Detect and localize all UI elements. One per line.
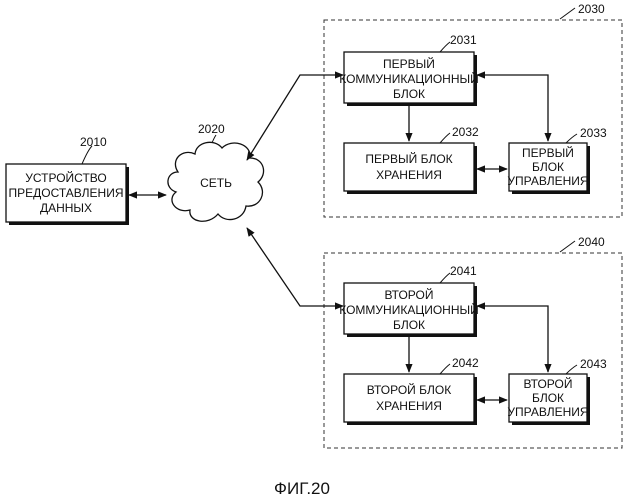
second-comm-block: ВТОРОЙ КОММУНИКАЦИОННЫЙ БЛОК bbox=[339, 283, 479, 337]
first-comm-line2: КОММУНИКАЦИОННЫЙ bbox=[339, 71, 479, 86]
data-provider-label-line1: УСТРОЙСТВО bbox=[25, 170, 106, 185]
first-control-line3: УПРАВЛЕНИЯ bbox=[507, 174, 588, 188]
data-provider-label-line2: ПРЕДОСТАВЛЕНИЯ bbox=[8, 186, 123, 200]
figure-caption: ФИГ.20 bbox=[274, 479, 330, 498]
second-comm-ref: 2041 bbox=[450, 264, 477, 278]
first-storage-ref: 2032 bbox=[452, 125, 479, 139]
second-storage-ref: 2042 bbox=[452, 356, 479, 370]
second-control-ref: 2043 bbox=[580, 357, 607, 371]
second-storage-line1: ВТОРОЙ БЛОК bbox=[367, 382, 451, 397]
device-1-ref: 2030 bbox=[578, 2, 605, 16]
data-provider-label-line3: ДАННЫХ bbox=[40, 201, 92, 215]
network-ref: 2020 bbox=[198, 122, 225, 136]
data-provider-ref: 2010 bbox=[80, 135, 107, 149]
first-control-line2: БЛОК bbox=[532, 160, 564, 174]
first-control-block: ПЕРВЫЙ БЛОК УПРАВЛЕНИЯ bbox=[507, 143, 590, 194]
device-2-ref: 2040 bbox=[578, 235, 605, 249]
second-storage-line2: ХРАНЕНИЯ bbox=[376, 399, 442, 413]
network-label: СЕТЬ bbox=[200, 176, 232, 190]
second-storage-block: ВТОРОЙ БЛОК ХРАНЕНИЯ bbox=[344, 374, 477, 425]
first-comm-line1: ПЕРВЫЙ bbox=[383, 56, 435, 71]
first-control-ref: 2033 bbox=[580, 126, 607, 140]
second-control-line2: БЛОК bbox=[532, 391, 564, 405]
second-comm-line3: БЛОК bbox=[393, 318, 425, 332]
first-storage-line2: ХРАНЕНИЯ bbox=[376, 168, 442, 182]
second-comm-line1: ВТОРОЙ bbox=[384, 287, 433, 302]
first-comm-block: ПЕРВЫЙ КОММУНИКАЦИОННЫЙ БЛОК bbox=[339, 52, 479, 106]
first-control-line1: ПЕРВЫЙ bbox=[522, 145, 574, 160]
second-control-block: ВТОРОЙ БЛОК УПРАВЛЕНИЯ bbox=[507, 374, 590, 425]
first-storage-block: ПЕРВЫЙ БЛОК ХРАНЕНИЯ bbox=[344, 143, 477, 194]
first-storage-line1: ПЕРВЫЙ БЛОК bbox=[365, 151, 452, 166]
second-control-line1: ВТОРОЙ bbox=[523, 376, 572, 391]
second-comm-line2: КОММУНИКАЦИОННЫЙ bbox=[339, 302, 479, 317]
data-provider-block: УСТРОЙСТВО ПРЕДОСТАВЛЕНИЯ ДАННЫХ bbox=[6, 164, 129, 225]
second-control-line3: УПРАВЛЕНИЯ bbox=[507, 405, 588, 419]
first-comm-ref: 2031 bbox=[450, 33, 477, 47]
first-comm-line3: БЛОК bbox=[393, 87, 425, 101]
